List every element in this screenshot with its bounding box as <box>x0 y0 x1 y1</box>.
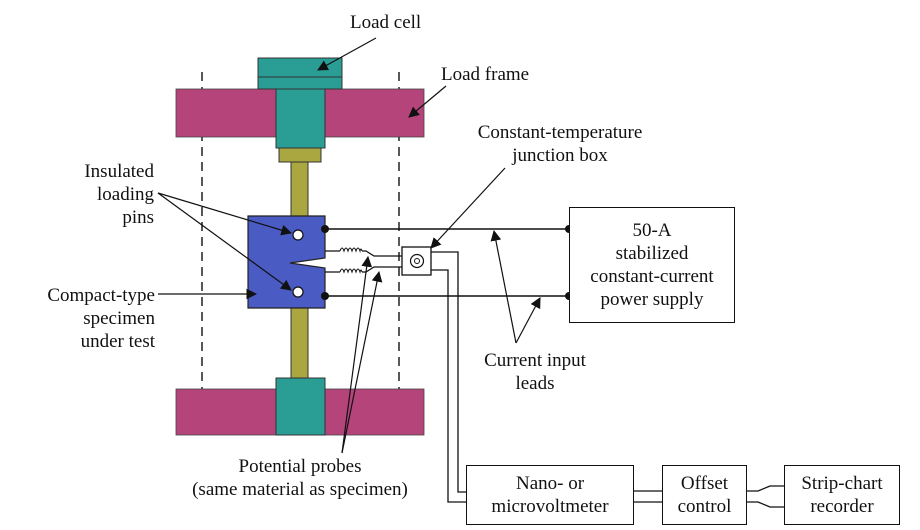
signal-lead-inner <box>431 269 466 503</box>
potential-probe-lower <box>325 266 402 273</box>
recorder-line: recorder <box>810 496 874 517</box>
offset-control-box: Offset control <box>662 465 747 525</box>
arrow-load-cell <box>317 37 377 71</box>
link-offset-recorder-a <box>747 485 784 492</box>
specimen-label-line: Compact-type <box>47 285 155 306</box>
load-cell-body <box>275 88 326 149</box>
insulated-pins-label-line: Insulated <box>84 161 154 182</box>
power-supply-line: power supply <box>600 289 704 310</box>
arrow-current-lead-lower <box>515 297 541 344</box>
arrow-probe-lower <box>341 270 383 454</box>
voltmeter-line: Nano- or <box>515 473 585 494</box>
current-lead-node <box>321 292 329 300</box>
load-cell-coupler <box>278 147 322 163</box>
load-cell-label: Load cell <box>350 12 422 33</box>
specimen-label-line: under test <box>80 331 155 352</box>
lower-grip <box>275 377 326 436</box>
power-supply-line: stabilized <box>615 243 689 264</box>
junction-box <box>401 246 432 276</box>
power-supply-line: 50-A <box>632 220 672 241</box>
upper-pin <box>292 229 304 241</box>
load-cell-head <box>257 57 343 90</box>
recorder-line: Strip-chart <box>801 473 883 494</box>
arrow-junction-box <box>430 167 506 249</box>
power-supply-line: constant-current <box>590 266 714 287</box>
junction-box-label: Constant-temperature junction box <box>455 121 665 167</box>
current-leads-label: Current input leads <box>455 349 615 395</box>
insulated-pins-label-line: loading <box>97 184 154 205</box>
voltmeter-line: microvoltmeter <box>491 496 609 517</box>
potential-probe-upper <box>325 250 402 257</box>
insulated-pins-label-line: pins <box>122 207 154 228</box>
current-leads-label-line: Current input <box>484 350 586 371</box>
potential-probes-label-line: Potential probes <box>238 456 362 477</box>
potential-probes-label-line: (same material as specimen) <box>192 479 408 500</box>
offset-control-line: Offset <box>680 473 729 494</box>
power-supply-box: 50-A stabilized constant-current power s… <box>569 207 735 323</box>
junction-box-label-line: junction box <box>512 145 608 166</box>
insulated-pins-label: Insulated loading pins <box>40 160 154 229</box>
specimen-label-line: specimen <box>83 308 155 329</box>
voltmeter-box: Nano- or microvoltmeter <box>466 465 634 525</box>
arrow-pin-lower <box>157 192 292 291</box>
potential-probes-label: Potential probes (same material as speci… <box>150 455 450 501</box>
probe-coil-upper <box>339 247 363 253</box>
probe-coil-lower <box>339 268 363 274</box>
offset-control-line: control <box>677 496 732 517</box>
current-lead-node <box>321 225 329 233</box>
arrow-probe-upper <box>341 255 373 454</box>
junction-box-label-line: Constant-temperature <box>477 122 643 143</box>
current-leads-label-line: leads <box>515 373 555 394</box>
junction-box-terminal-inner <box>414 258 420 264</box>
load-frame-label: Load frame <box>441 64 530 85</box>
specimen-label: Compact-type specimen under test <box>10 284 155 353</box>
link-offset-recorder-b <box>747 501 784 508</box>
arrow-current-lead-upper <box>490 229 517 344</box>
compact-specimen <box>247 215 326 309</box>
strip-chart-recorder-box: Strip-chart recorder <box>784 465 900 525</box>
lower-pin <box>292 286 304 298</box>
signal-lead-outer <box>431 251 466 493</box>
arrow-pin-upper <box>157 192 293 236</box>
arrow-load-frame <box>408 85 447 118</box>
